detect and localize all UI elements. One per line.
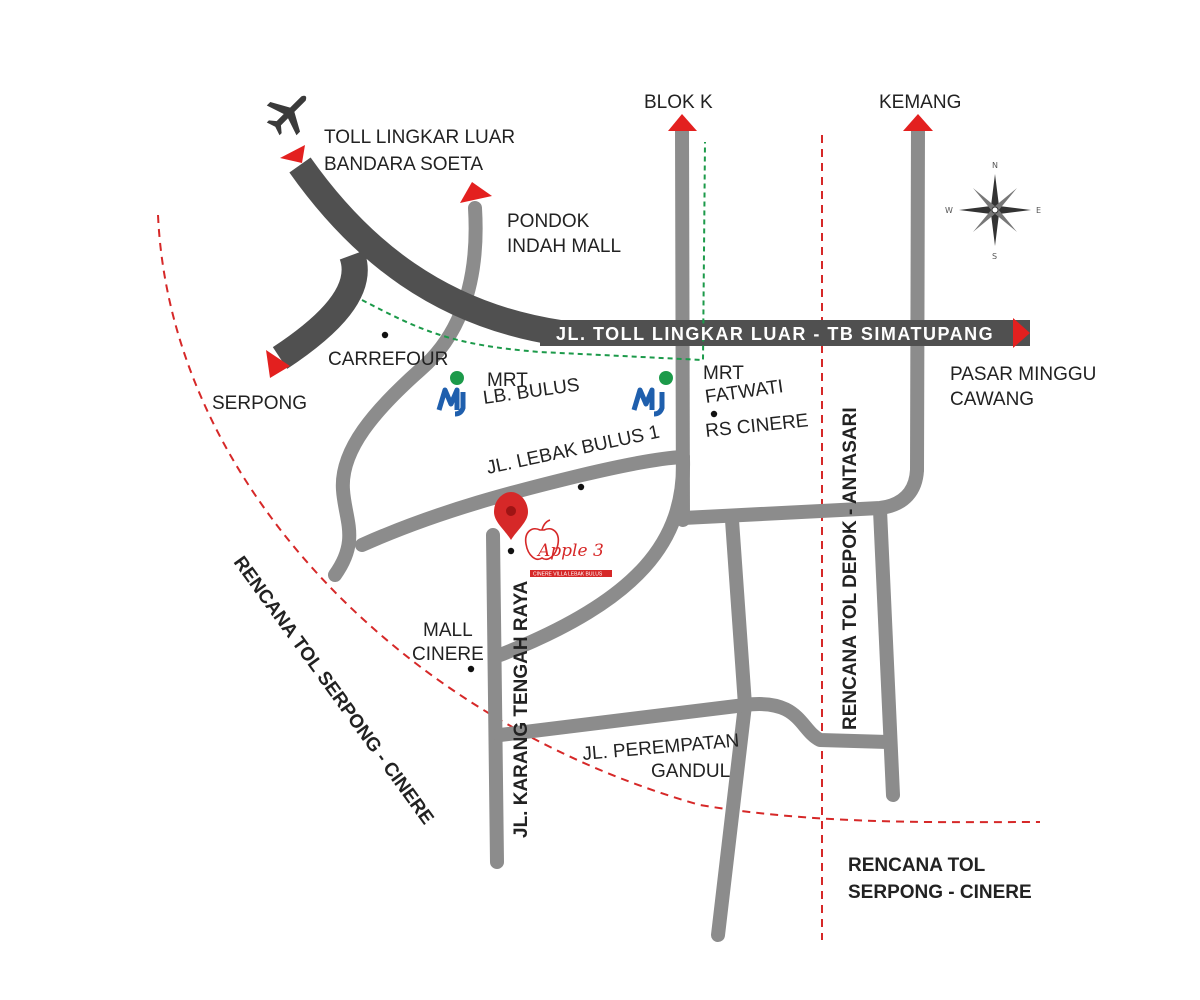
road-curve-to-karang <box>493 453 691 662</box>
road-lebak-bulus <box>355 450 690 552</box>
apple3-dot <box>507 547 515 555</box>
compass-south-label: S <box>992 252 997 261</box>
label-pondok-line1: PONDOK <box>507 211 590 232</box>
arrow-kemang <box>903 114 933 131</box>
arrow-serpong <box>266 350 290 378</box>
label-toll-bandara-line1: TOLL LINGKAR LUAR <box>324 127 515 148</box>
toll-road-bandara <box>289 157 562 346</box>
label-pasar-line1: PASAR MINGGU <box>950 364 1096 385</box>
label-kemang: KEMANG <box>879 92 961 113</box>
label-blok-k: BLOK K <box>644 92 713 113</box>
location-pin-icon <box>494 492 528 540</box>
road-karang-tengah <box>486 528 504 869</box>
planned-toll-serpong-cinere-arc <box>157 214 1041 824</box>
label-rencana-serpong-arc: RENCANA TOL SERPONG - CINERE <box>229 553 438 829</box>
label-mall-line2: CINERE <box>412 644 484 665</box>
airplane-icon <box>266 95 307 136</box>
label-rencana-serpong-line2: SERPONG - CINERE <box>848 882 1032 903</box>
label-toll-bandara-line2: BANDARA SOETA <box>324 154 483 175</box>
label-rencana-serpong-line1: RENCANA TOL <box>848 855 986 876</box>
label-serpong: SERPONG <box>212 393 307 414</box>
apple3-brand-logo: Apple 3 CINERE VILLA LEBAK BULUS <box>524 519 612 578</box>
carrefour-dot <box>381 331 389 339</box>
road-vertical-center <box>711 513 752 942</box>
label-mrt-lb-line1: MRT <box>487 370 528 391</box>
arrow-toll-bandara <box>280 145 305 163</box>
arrow-pasar-minggu <box>1013 318 1030 348</box>
svg-text:CINERE VILLA LEBAK BULUS: CINERE VILLA LEBAK BULUS <box>533 572 603 578</box>
compass-rose-icon: N S E W <box>945 161 1041 261</box>
arrow-blok-k <box>668 114 697 131</box>
compass-north-label: N <box>992 161 998 170</box>
lebak-bulus-dot <box>577 483 585 491</box>
road-kemang <box>910 120 925 477</box>
label-mall-line1: MALL <box>423 620 473 641</box>
label-rs-cinere: RS CINERE <box>704 410 809 442</box>
label-jl-perempatan-line2: GANDUL <box>651 761 730 782</box>
rs-cinere-dot <box>710 410 718 418</box>
label-pasar-line2: CAWANG <box>950 389 1034 410</box>
mrt-logo-icon <box>436 371 466 417</box>
label-carrefour: CARREFOUR <box>328 349 448 370</box>
label-mrt-fat-line1: MRT <box>703 363 744 384</box>
road-east-vertical <box>873 503 900 802</box>
label-toll-simatupang: JL. TOLL LINGKAR LUAR - TB SIMATUPANG <box>556 324 994 344</box>
mrt-logo-icon <box>631 371 673 417</box>
label-jl-karang: JL. KARANG TENGAH RAYA <box>511 580 532 838</box>
road-perempatan-gandul <box>493 697 895 749</box>
arrow-pondok-indah <box>460 182 492 203</box>
toll-road-simatupang <box>540 320 1030 346</box>
svg-text:Apple 3: Apple 3 <box>536 541 604 561</box>
label-pondok-line2: INDAH MALL <box>507 236 621 257</box>
mall-cinere-dot <box>467 665 475 673</box>
toll-road-serpong-branch <box>272 250 368 369</box>
label-rencana-depok: RENCANA TOL DEPOK - ANTASARI <box>840 407 861 730</box>
label-jl-perempatan-line1: JL. PEREMPATAN <box>582 730 741 765</box>
compass-east-label: E <box>1036 206 1041 215</box>
compass-west-label: W <box>945 206 953 215</box>
